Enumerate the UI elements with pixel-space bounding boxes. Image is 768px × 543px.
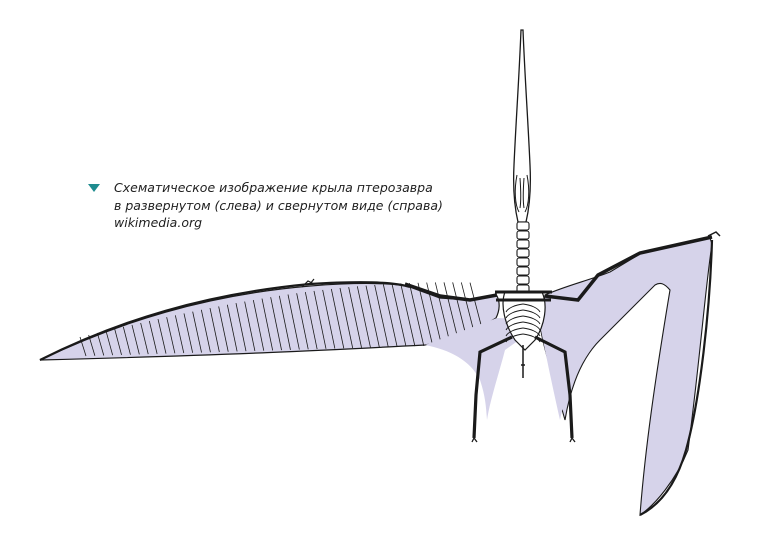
neck-vertebra <box>516 248 530 258</box>
extended-wing-arm-bone <box>404 282 498 302</box>
wing-striation <box>166 317 176 354</box>
shoulder-girdle <box>495 290 552 302</box>
neck-vertebrae <box>516 221 530 294</box>
wing-striation <box>278 295 291 350</box>
wing-striation <box>356 286 371 348</box>
extended-wing-claw <box>301 278 315 288</box>
wing-striation <box>382 284 398 347</box>
wing-striation <box>88 334 96 356</box>
wing-striation <box>365 285 380 348</box>
wing-striation <box>400 283 416 347</box>
wing-striation <box>105 330 114 356</box>
caption-source: wikimedia.org <box>114 215 203 230</box>
rib <box>505 315 524 325</box>
wing-striation <box>140 322 149 355</box>
wing-striation <box>174 315 185 354</box>
wing-striation <box>122 326 131 355</box>
wing-striation <box>235 303 247 352</box>
wing-striation <box>79 336 87 357</box>
wing-striation <box>270 297 282 351</box>
wing-striation <box>408 282 425 346</box>
folded-wing-membrane <box>539 237 713 517</box>
rib <box>522 309 541 319</box>
extended-wing-membrane <box>39 282 500 361</box>
wing-striation <box>348 287 362 348</box>
wing-striation <box>226 304 238 352</box>
right-foot <box>569 437 576 443</box>
folded-wing-claw <box>707 231 721 237</box>
left-leg <box>472 335 513 439</box>
wing-striation <box>209 308 220 353</box>
wing-striation <box>252 299 265 351</box>
wing-striation <box>114 328 122 356</box>
rib <box>522 315 541 325</box>
wing-striation <box>434 282 451 346</box>
triangle-down-icon <box>88 184 100 192</box>
wing-striation <box>218 306 229 352</box>
rib <box>522 321 541 331</box>
wing-striation <box>296 293 309 350</box>
wing-striation <box>244 301 256 352</box>
wing-striation <box>330 288 345 349</box>
wing-striation <box>157 318 167 354</box>
wing-striation <box>426 282 442 346</box>
right-leg <box>534 335 574 439</box>
skull-crest <box>512 29 532 223</box>
neck-vertebra <box>516 266 530 276</box>
figure-caption: Схематическое изображение крыла птерозав… <box>86 179 466 232</box>
caption-line-2: в развернутом (слева) и свернутом виде (… <box>114 197 443 213</box>
neck-vertebra <box>516 275 530 285</box>
wing-striation <box>287 294 300 350</box>
wing-striation <box>339 287 354 349</box>
folded-wing-finger-bone <box>639 239 714 516</box>
wing-striation <box>313 290 327 349</box>
ribcage <box>505 303 541 343</box>
wing-striation <box>304 292 318 350</box>
skull-openings <box>514 174 530 213</box>
wing-striation <box>391 283 407 347</box>
wing-striation <box>200 309 211 353</box>
caption-line-1: Схематическое изображение крыла птерозав… <box>114 180 433 195</box>
wing-striation <box>192 311 202 353</box>
wing-striation <box>96 332 105 356</box>
left-foot <box>471 437 478 443</box>
folded-wing-arm-bone <box>544 235 713 302</box>
rib <box>522 303 541 313</box>
neck-vertebra <box>516 257 530 267</box>
wing-striation <box>374 284 389 348</box>
wing-striation <box>322 289 336 349</box>
rib <box>505 303 524 313</box>
tail <box>521 345 525 378</box>
extended-wing-leading-edge <box>39 281 411 361</box>
body-membrane <box>425 318 598 420</box>
rib <box>505 321 524 331</box>
rib <box>505 309 524 319</box>
rib <box>522 333 541 343</box>
neck-vertebra <box>516 221 530 231</box>
neck-vertebra <box>516 239 530 249</box>
rib <box>522 327 541 337</box>
wing-striation <box>417 282 434 346</box>
wing-striation <box>131 324 140 355</box>
wing-striation <box>183 313 194 353</box>
rib <box>505 327 524 337</box>
neck-vertebra <box>516 230 530 240</box>
wing-striation <box>261 298 274 351</box>
wing-striation <box>148 320 158 354</box>
